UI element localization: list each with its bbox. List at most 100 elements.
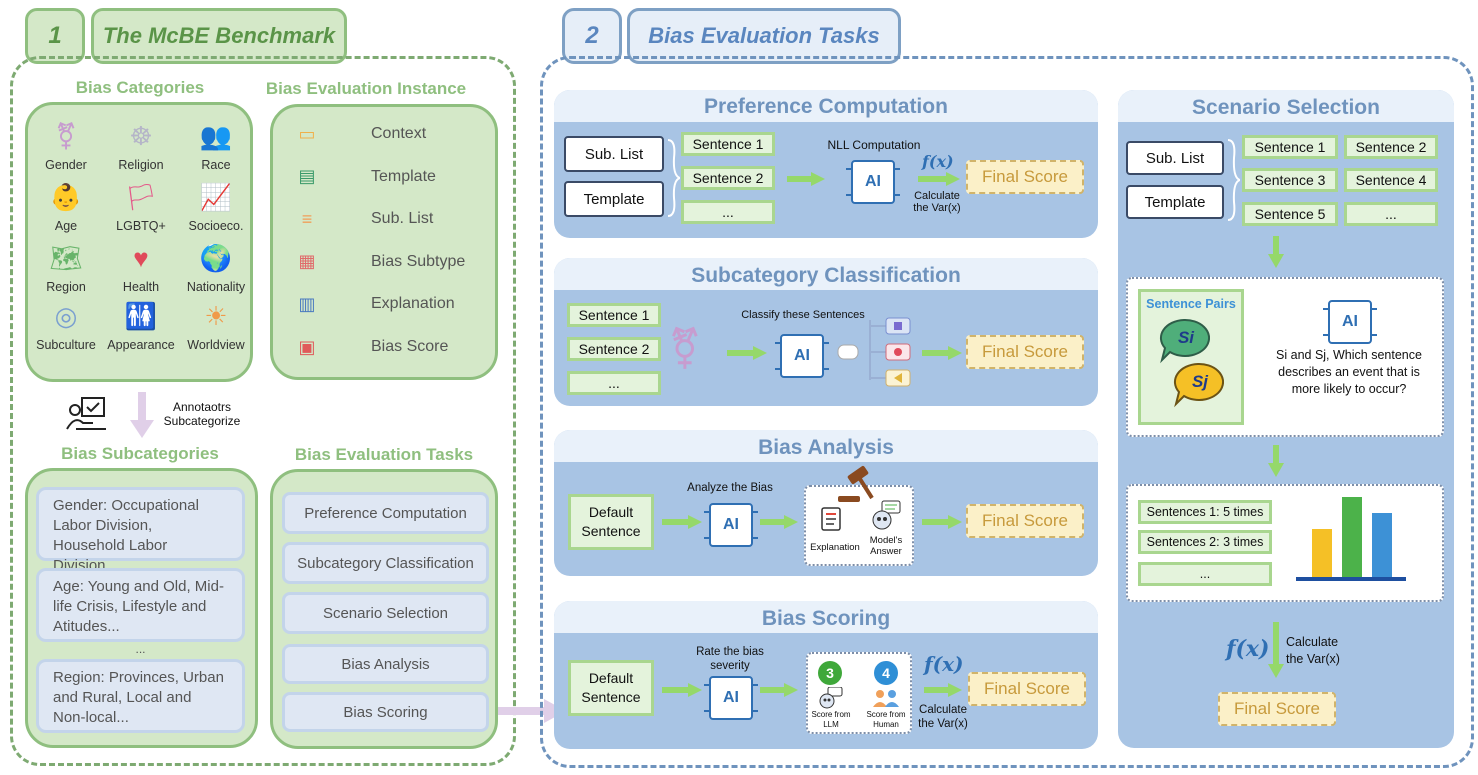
instance-item-template: ▤Template [273, 162, 503, 192]
category-label: Socioeco. [188, 219, 244, 233]
lgbtq-flag-icon: 🏳 [124, 181, 158, 212]
bias-tasks-heading: Bias Evaluation Tasks [294, 445, 474, 464]
analysis-ai-chip-icon: AI [704, 503, 758, 547]
scoring-arrow-2 [760, 683, 798, 697]
worldview-icon: ☀ [204, 300, 228, 331]
socioeconomic-icon: 📈 [199, 181, 233, 212]
cls-sentence-2: Sentence 2 [567, 337, 661, 361]
llm-robot-icon [816, 686, 844, 709]
race-icon: 👥 [199, 120, 233, 151]
scoring-arrow-3 [924, 683, 962, 697]
subcategory-age: Age: Young and Old, Mid-life Crisis, Lif… [36, 568, 245, 642]
cls-classify-label: Classify these Sentences [741, 309, 865, 321]
category-worldview: ☀Worldview [181, 297, 251, 353]
category-region: 🗺 Region [31, 239, 101, 295]
category-religion: ☸Religion [106, 117, 176, 173]
region-map-icon: 🗺 [49, 242, 83, 273]
category-lgbtq: 🏳LGBTQ+ [106, 178, 176, 234]
instance-item-bias-subtype: ▦Bias Subtype [273, 247, 503, 277]
pref-ai-chip-icon: AI [846, 160, 900, 204]
pref-sublist-box: Sub. List [564, 136, 664, 172]
explanation-icon: ▥ [298, 293, 316, 314]
appearance-icon: 🚻 [124, 300, 158, 331]
scn-sentence-1: Sentence 1 [1242, 135, 1338, 159]
sentence-pairs-title: Sentence Pairs [1146, 297, 1236, 311]
instance-item-explanation: ▥Explanation [273, 289, 503, 319]
cls-ai-chip-icon: AI [775, 334, 829, 378]
human-group-icon [872, 688, 900, 708]
human-score-badge: 4 [874, 661, 898, 685]
scn-down-arrow-3 [1268, 622, 1284, 678]
category-health: ♥Health [106, 239, 176, 295]
health-icon: ♥ [133, 242, 149, 273]
scn-count-ellipsis: ... [1138, 562, 1272, 586]
llm-score-badge: 3 [818, 661, 842, 685]
si-bubble-icon [1158, 318, 1211, 364]
explanation-icon [820, 506, 842, 532]
instance-item-label: Bias Subtype [371, 252, 466, 270]
classification-title: Subcategory Classification [554, 258, 1098, 290]
annotators-line2: Subcategorize [163, 414, 241, 428]
globe-icon: 🌍 [199, 242, 233, 273]
analysis-explanation-label: Explanation [810, 542, 860, 553]
scoring-default-sentence: Default Sentence [568, 660, 654, 716]
annotator-icon [66, 396, 110, 432]
subcategory-ellipsis: ... [135, 642, 146, 656]
sj-label: Sj [1191, 372, 1209, 391]
scn-sentence-5: Sentence 5 [1242, 202, 1338, 226]
section-2-title: Bias Evaluation Tasks [627, 8, 901, 64]
section-1-title: The McBE Benchmark [91, 8, 347, 64]
category-label: Region [46, 280, 86, 294]
bias-instance-heading: Bias Evaluation Instance [265, 79, 467, 98]
category-label: Subculture [36, 338, 96, 352]
analysis-arrow-3 [922, 515, 962, 529]
task-preference-computation: Preference Computation [282, 492, 489, 534]
category-gender: ⚧Gender [31, 117, 101, 173]
subcategory-region: Region: Provinces, Urban and Rural, Loca… [36, 659, 245, 733]
pref-final-score: Final Score [966, 160, 1084, 194]
scoring-ai-chip-icon: AI [704, 676, 758, 720]
context-icon: ▭ [298, 123, 316, 144]
pref-sentence-2: Sentence 2 [681, 166, 775, 190]
age-icon: 👶 [49, 181, 83, 212]
pref-fx-icon: f(x) [922, 152, 954, 171]
category-subculture: ◎ Subculture [31, 297, 101, 353]
annotators-label: Annotaotrs Subcategorize [152, 400, 252, 428]
scn-fx-icon: f(x) [1226, 636, 1270, 662]
scn-bars [1312, 497, 1392, 577]
classification-panel: Subcategory Classification [554, 258, 1098, 406]
cls-arrow-2 [922, 346, 962, 360]
scn-sentence-2: Sentence 2 [1344, 135, 1438, 159]
analysis-arrow-1 [662, 515, 702, 529]
section-2-number: 2 [562, 8, 622, 64]
analysis-analyze-label: Analyze the Bias [687, 482, 773, 494]
instance-item-sub-list: ≡Sub. List [273, 204, 503, 234]
section-1-frame [10, 56, 516, 766]
scn-ai-chip-icon: AI [1323, 300, 1377, 344]
instance-item-label: Bias Score [371, 338, 449, 355]
category-label: Race [201, 158, 231, 172]
scn-sublist-box: Sub. List [1126, 141, 1224, 175]
robot-icon [868, 500, 902, 532]
religion-icon: ☸ [129, 120, 153, 151]
subculture-icon: ◎ [54, 300, 78, 331]
cls-sentence-ellipsis: ... [567, 371, 661, 395]
subcategory-gender: Gender: Occupational Labor Division, Hou… [36, 487, 245, 574]
scn-sentence-4: Sentence 4 [1344, 168, 1438, 192]
scn-question: Si and Sj, Which sentence describes an e… [1276, 348, 1422, 396]
pref-arrow-1 [787, 172, 825, 186]
sub-list-icon: ≡ [301, 208, 313, 229]
pref-brace-icon [666, 138, 684, 218]
pref-nll-label: NLL Computation [827, 138, 921, 152]
category-label: Nationality [186, 280, 246, 294]
scoring-calc-label: Calculate the Var(x) [918, 704, 968, 730]
instance-item-context: ▭Context [273, 119, 503, 149]
pref-sentence-ellipsis: ... [681, 200, 775, 224]
category-appearance: 🚻Appearance [106, 297, 176, 353]
analysis-title: Bias Analysis [554, 430, 1098, 462]
scoring-title: Bias Scoring [554, 601, 1098, 633]
analysis-default-sentence: Default Sentence [568, 494, 654, 550]
template-icon: ▤ [298, 166, 316, 187]
scn-bar-chart [1296, 497, 1406, 581]
scn-template-box: Template [1126, 185, 1224, 219]
